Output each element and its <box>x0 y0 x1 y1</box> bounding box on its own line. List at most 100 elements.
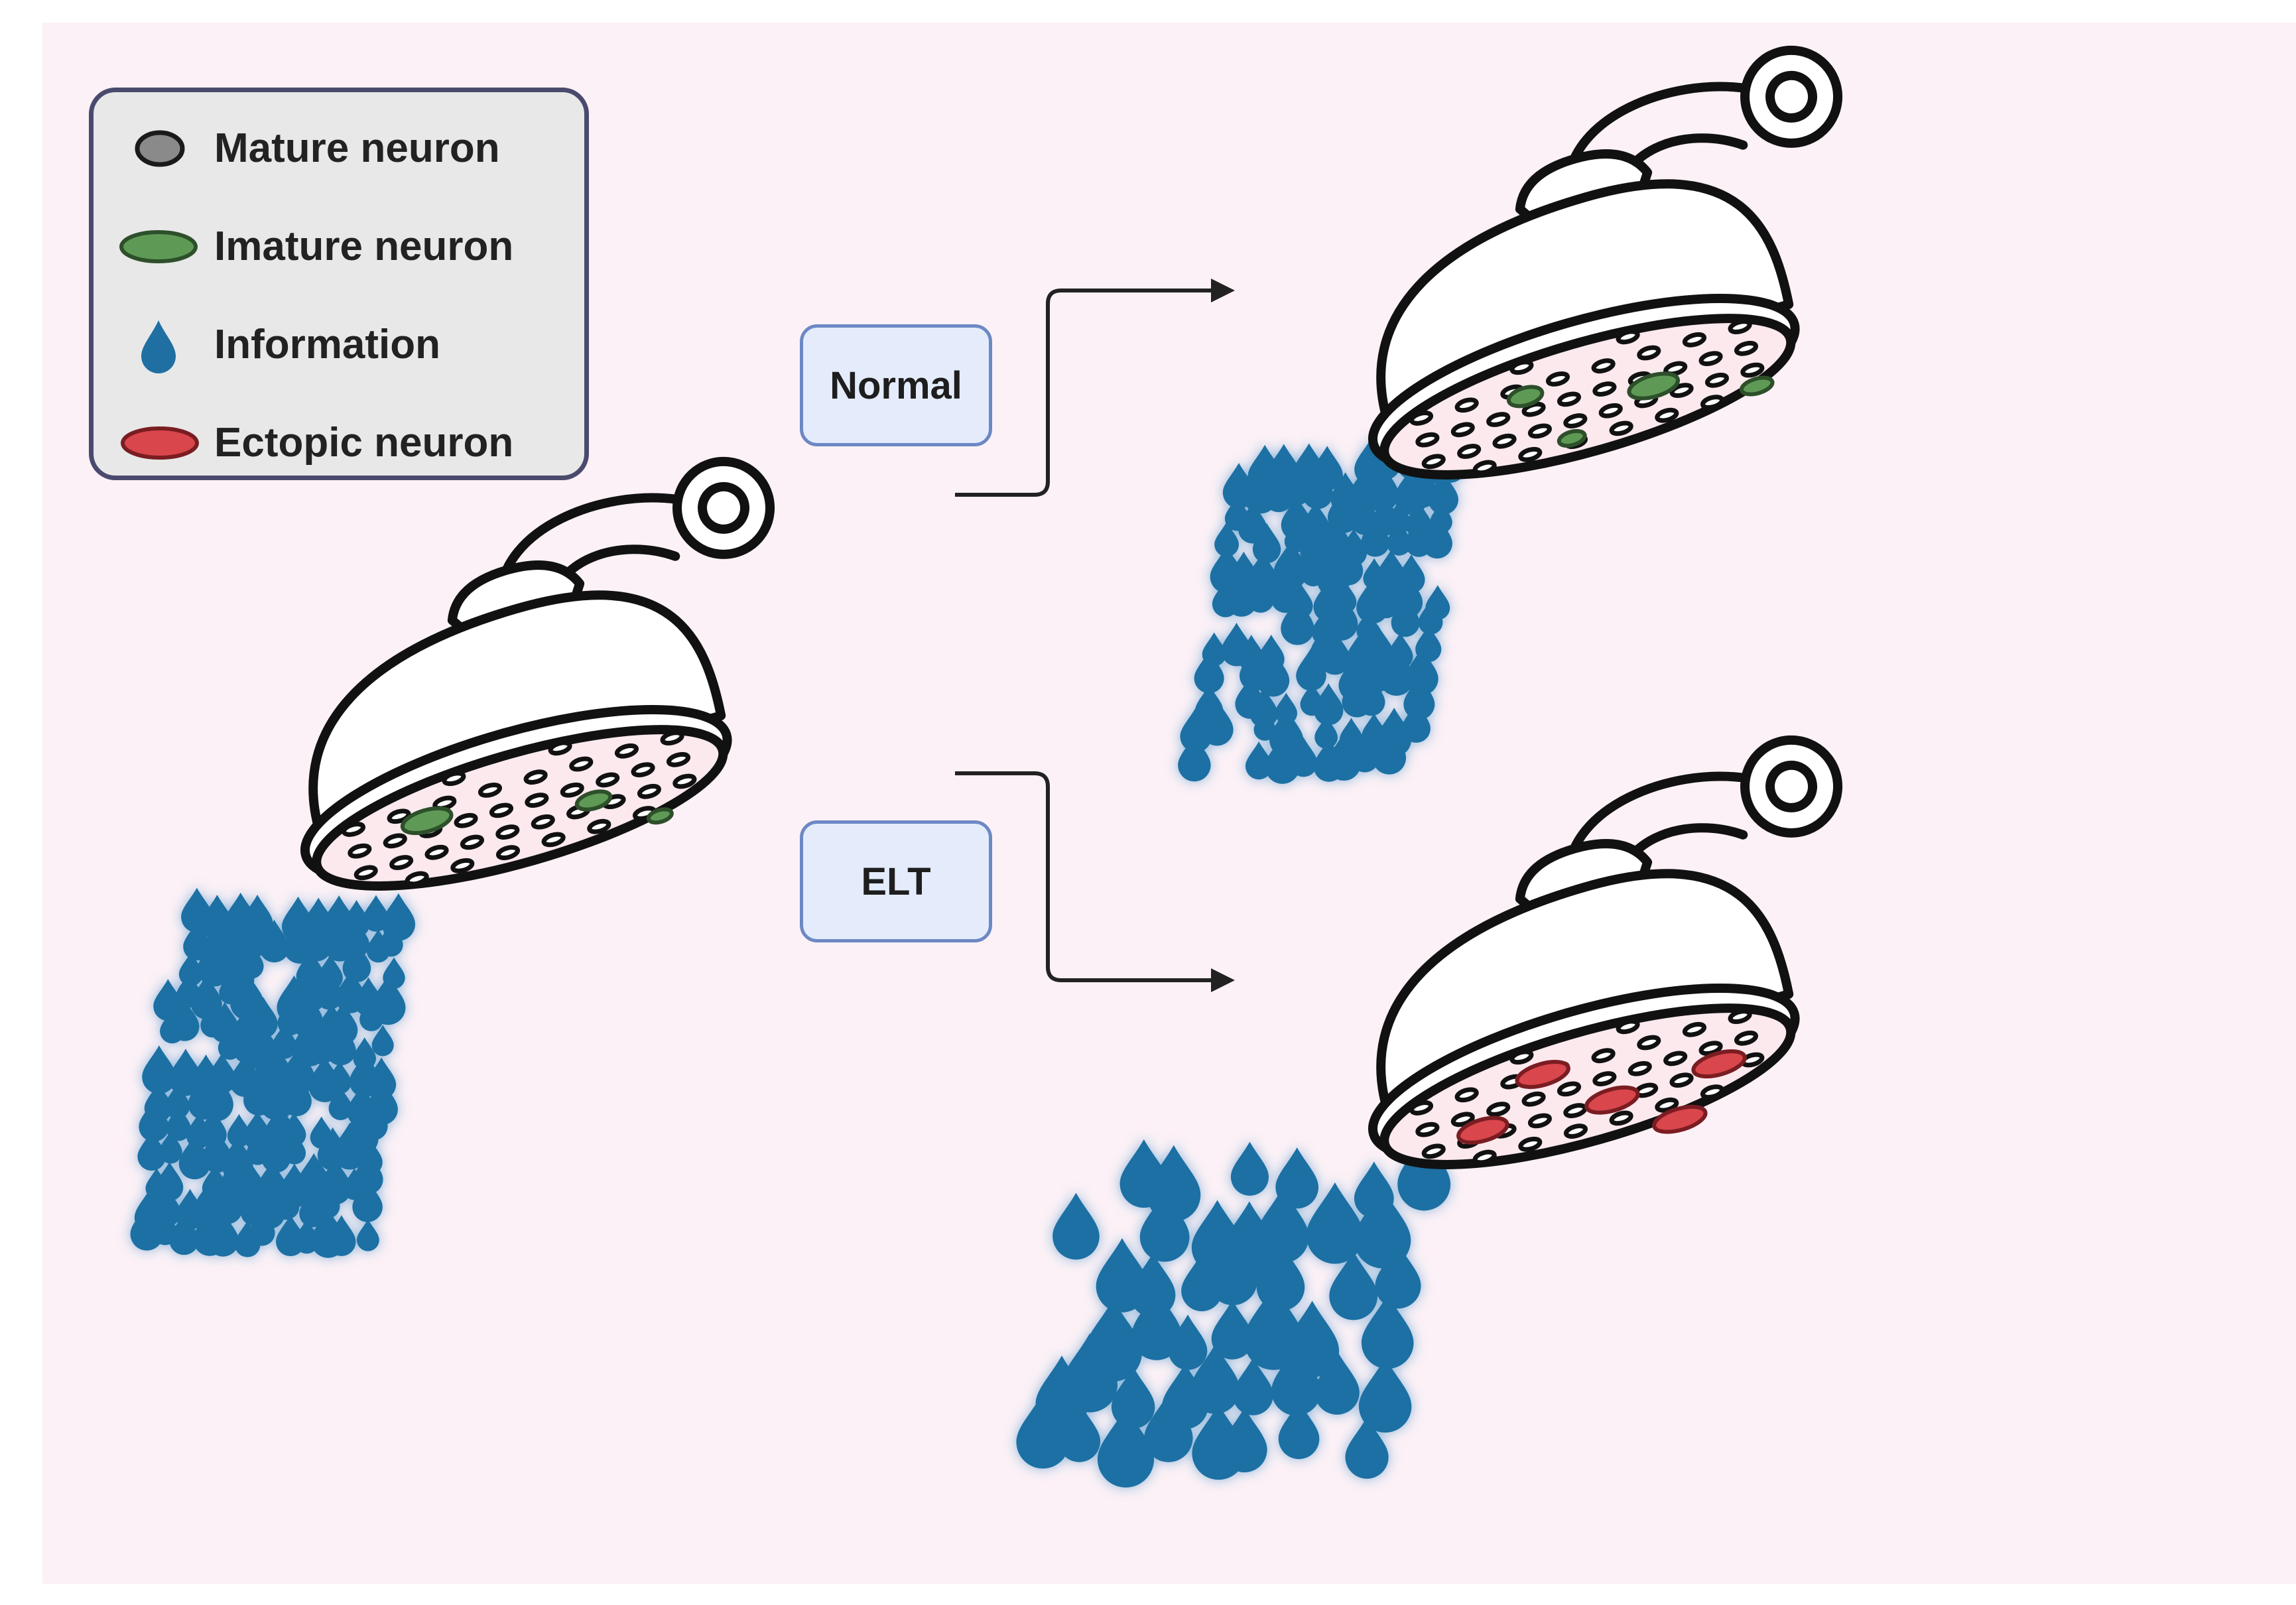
mature-neuron-icon <box>424 844 449 860</box>
shower-face <box>1379 314 1796 480</box>
legend-item-ectopic: Ectopic neuron <box>94 407 584 480</box>
mature-neuron-icon <box>1563 413 1588 428</box>
mature-neuron-icon <box>1592 1071 1617 1086</box>
mature-neuron-icon <box>1728 319 1752 335</box>
ectopic-neuron-icon <box>1584 1085 1640 1115</box>
water-drop-icon <box>302 921 332 962</box>
water-drop-icon <box>1302 465 1333 509</box>
water-drop-icon <box>183 921 211 961</box>
immature-neuron-icon <box>400 806 454 836</box>
water-drop-icon <box>234 1220 261 1257</box>
mature-neuron-icon <box>1492 433 1517 449</box>
arrow-head-elt <box>1211 968 1235 992</box>
immature-neuron-icon <box>646 807 674 825</box>
mature-neuron-icon <box>135 130 185 167</box>
mature-neuron-icon <box>1521 1091 1546 1107</box>
mature-neuron-icon <box>1557 391 1582 407</box>
mature-neuron-icon <box>1609 420 1633 436</box>
mature-neuron-icon <box>348 843 372 859</box>
mature-neuron-icon <box>353 865 378 881</box>
drops-elt <box>1016 1135 1451 1488</box>
water-drop-icon <box>164 1083 190 1120</box>
water-drop-icon <box>1222 1407 1267 1472</box>
water-drop-icon <box>1200 699 1234 746</box>
mature-neuron-icon <box>1637 345 1661 361</box>
water-drop-icon <box>273 1182 300 1220</box>
mature-neuron-icon <box>341 822 366 837</box>
water-drop-icon <box>178 952 203 986</box>
drops-normal <box>1178 432 1467 784</box>
water-drop-icon <box>1211 1300 1253 1360</box>
water-drop-icon <box>142 1045 176 1094</box>
water-drop-icon <box>1131 1289 1182 1360</box>
water-drop-icon <box>248 1026 281 1072</box>
elt-condition-label: ELT <box>861 860 931 903</box>
water-drop-icon <box>343 900 370 938</box>
normal-condition-label: Normal <box>830 363 962 407</box>
mature-neuron-icon <box>495 845 521 860</box>
water-drop-icon <box>1273 541 1308 590</box>
mature-neuron-icon <box>1704 372 1730 388</box>
water-drop-icon <box>1247 574 1275 613</box>
mature-neuron-icon <box>383 833 407 849</box>
mature-neuron-icon <box>387 808 411 824</box>
mature-neuron-icon <box>1486 1102 1511 1117</box>
mature-neuron-icon <box>1616 1019 1640 1035</box>
immature-neuron-icon <box>119 230 198 263</box>
mature-neuron-icon <box>1563 1124 1588 1139</box>
water-drop-icon <box>1387 501 1411 535</box>
mature-neuron-icon <box>531 814 555 830</box>
mature-neuron-icon <box>1682 1021 1707 1037</box>
water-drop-icon <box>199 1072 233 1122</box>
water-drop-icon <box>328 1060 351 1094</box>
water-drop-icon <box>325 1022 356 1066</box>
mature-neuron-icon <box>1609 1110 1633 1126</box>
water-drop-icon <box>1401 702 1431 743</box>
water-drop-icon <box>281 1047 315 1095</box>
water-drop-icon <box>1358 1357 1412 1433</box>
mature-neuron-icon <box>442 771 466 787</box>
mature-neuron-icon <box>666 751 691 767</box>
water-drop-icon <box>1275 1147 1319 1209</box>
water-drop-icon <box>271 1023 297 1059</box>
water-drop-icon <box>1271 1345 1321 1416</box>
mature-neuron-icon <box>1509 359 1534 375</box>
water-drop-icon <box>1361 1294 1414 1369</box>
water-drop-icon <box>1144 1393 1193 1462</box>
water-drop-icon <box>1249 687 1278 728</box>
legend-item-mature: Mature neuron <box>94 112 584 185</box>
mature-neuron-icon <box>1682 332 1707 348</box>
mature-neuron-icon <box>548 740 572 756</box>
shower-heads <box>300 45 1843 1169</box>
arrow-to-normal <box>955 289 1214 497</box>
shower-head-normal <box>1368 45 1843 480</box>
water-drop-icon <box>1190 1344 1240 1414</box>
water-drop-icon <box>169 1212 199 1255</box>
nozzle-holes <box>1409 319 1765 476</box>
water-drop-icon <box>1257 650 1290 697</box>
water-drop-icon <box>261 1131 291 1173</box>
water-drop-icon <box>1428 472 1458 515</box>
water-drop-icon <box>1306 1182 1364 1264</box>
water-drop-icon <box>367 1057 397 1100</box>
mature-neuron-icon <box>1669 383 1694 399</box>
water-drop-icon <box>1405 647 1438 696</box>
water-drop-icon <box>212 1181 243 1224</box>
mature-neuron-icon <box>1472 1149 1497 1165</box>
water-drop-icon <box>299 1188 326 1228</box>
mature-neuron-icon <box>1740 362 1765 378</box>
water-drop-icon <box>1422 515 1452 559</box>
water-drop-icon <box>1314 1350 1360 1415</box>
mature-neuron-icon <box>672 773 697 789</box>
water-drop-icon <box>282 1112 306 1147</box>
normal-condition-box: Normal <box>800 324 992 446</box>
water-drop-icon <box>1319 630 1351 675</box>
water-drop-icon <box>1062 1333 1118 1413</box>
mature-neuron-icon <box>1698 351 1723 367</box>
immature-neuron-icon <box>1627 371 1681 401</box>
water-drop-icon <box>1361 516 1390 557</box>
mature-neuron-icon <box>1421 1143 1446 1159</box>
water-drop-icon <box>1178 734 1211 782</box>
mature-neuron-icon <box>1557 1081 1582 1097</box>
